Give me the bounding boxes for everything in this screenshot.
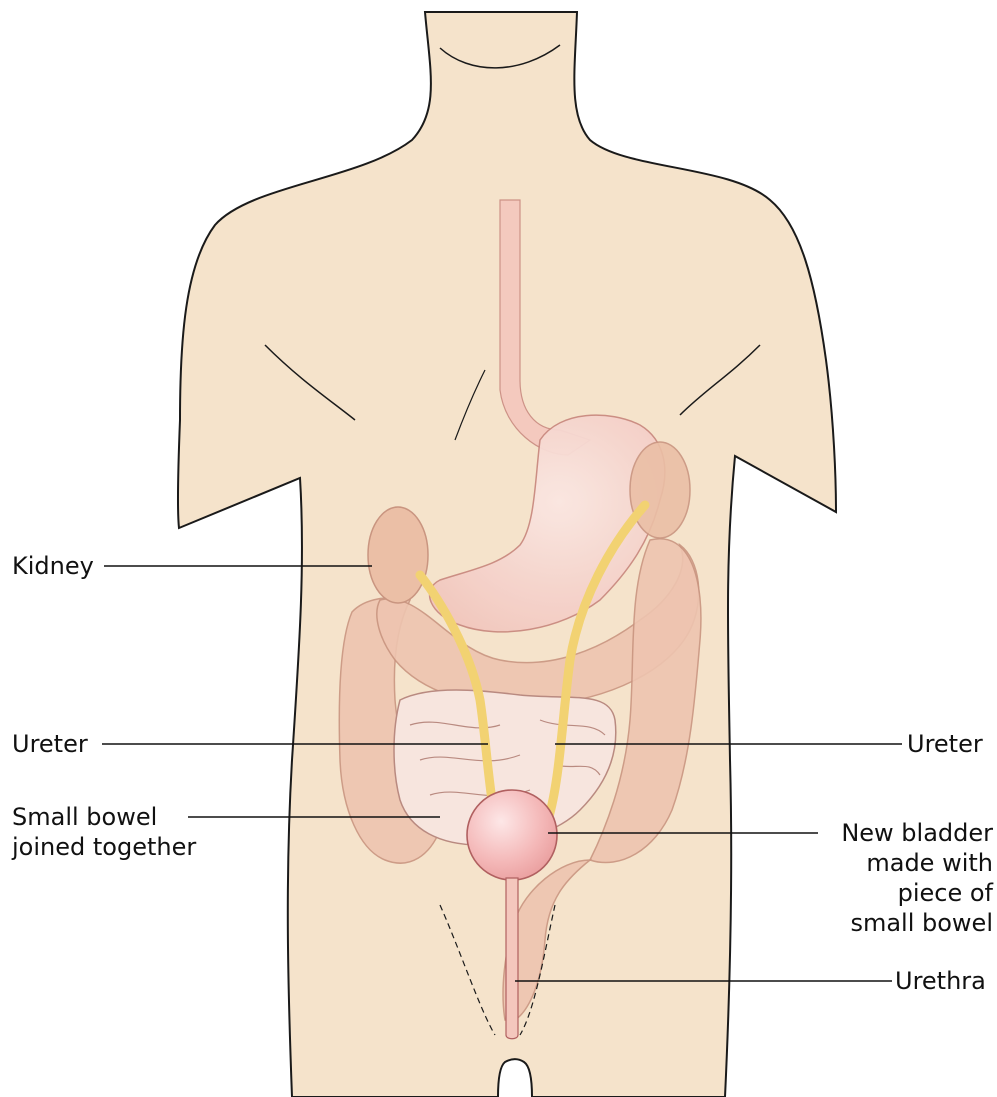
label-ureter-right: Ureter [907, 729, 983, 759]
label-kidney: Kidney [12, 551, 94, 581]
kidney-right [630, 442, 690, 538]
urethra-tube [506, 878, 518, 1039]
label-ureter-left: Ureter [12, 729, 88, 759]
label-urethra: Urethra [895, 966, 986, 996]
kidney-left [368, 507, 428, 603]
label-new-bladder: New bladder made with piece of small bow… [841, 818, 993, 938]
label-small-bowel-joined: Small bowel joined together [12, 802, 196, 862]
new-bladder [467, 790, 557, 880]
